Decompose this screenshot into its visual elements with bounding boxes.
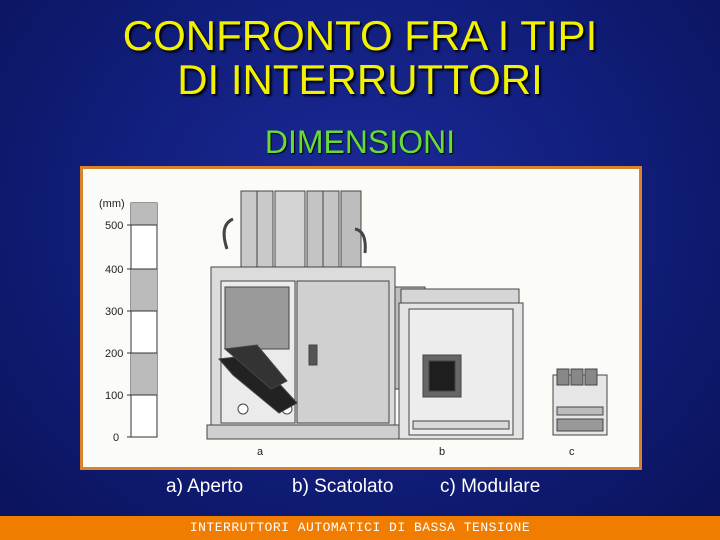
slide-title: CONFRONTO FRA I TIPI DI INTERRUTTORI bbox=[0, 14, 720, 102]
scale-tick-300: 300 bbox=[105, 306, 123, 318]
photo-frame: (mm) 500 400 300 200 100 0 bbox=[80, 166, 642, 470]
title-line-2: DI INTERRUTTORI bbox=[177, 56, 543, 103]
caption-modular: c) Modulare bbox=[440, 476, 541, 497]
slide-subtitle: DIMENSIONI bbox=[264, 124, 456, 160]
scale-tick-200: 200 bbox=[105, 348, 123, 360]
scale-tick-500: 500 bbox=[105, 220, 123, 232]
moulded-case-breaker-drawing bbox=[398, 288, 524, 440]
figure-label-b: b bbox=[439, 446, 445, 458]
figure-label-a: a bbox=[257, 446, 264, 458]
caption-open: a) Aperto bbox=[166, 476, 244, 497]
captions-row: a) Aperto b) Scatolato c) Modulare bbox=[0, 476, 720, 502]
footer-text: INTERRUTTORI AUTOMATICI DI BASSA TENSION… bbox=[189, 520, 531, 535]
title-line-1: CONFRONTO FRA I TIPI bbox=[122, 12, 598, 59]
caption-moulded: b) Scatolato bbox=[292, 476, 394, 497]
scale-tick-400: 400 bbox=[105, 264, 123, 276]
modular-breaker-drawing bbox=[552, 368, 608, 436]
open-breaker-drawing bbox=[206, 190, 426, 440]
breaker-photo: (mm) 500 400 300 200 100 0 bbox=[83, 169, 639, 467]
scale-tick-0: 0 bbox=[113, 432, 119, 444]
footer-bar: INTERRUTTORI AUTOMATICI DI BASSA TENSION… bbox=[0, 516, 720, 540]
scale-tick-100: 100 bbox=[105, 390, 123, 402]
scale-ruler bbox=[127, 202, 158, 438]
breaker-illustration: (mm) 500 400 300 200 100 0 bbox=[99, 190, 608, 458]
figure-label-c: c bbox=[569, 446, 575, 458]
scale-unit: (mm) bbox=[99, 198, 125, 210]
